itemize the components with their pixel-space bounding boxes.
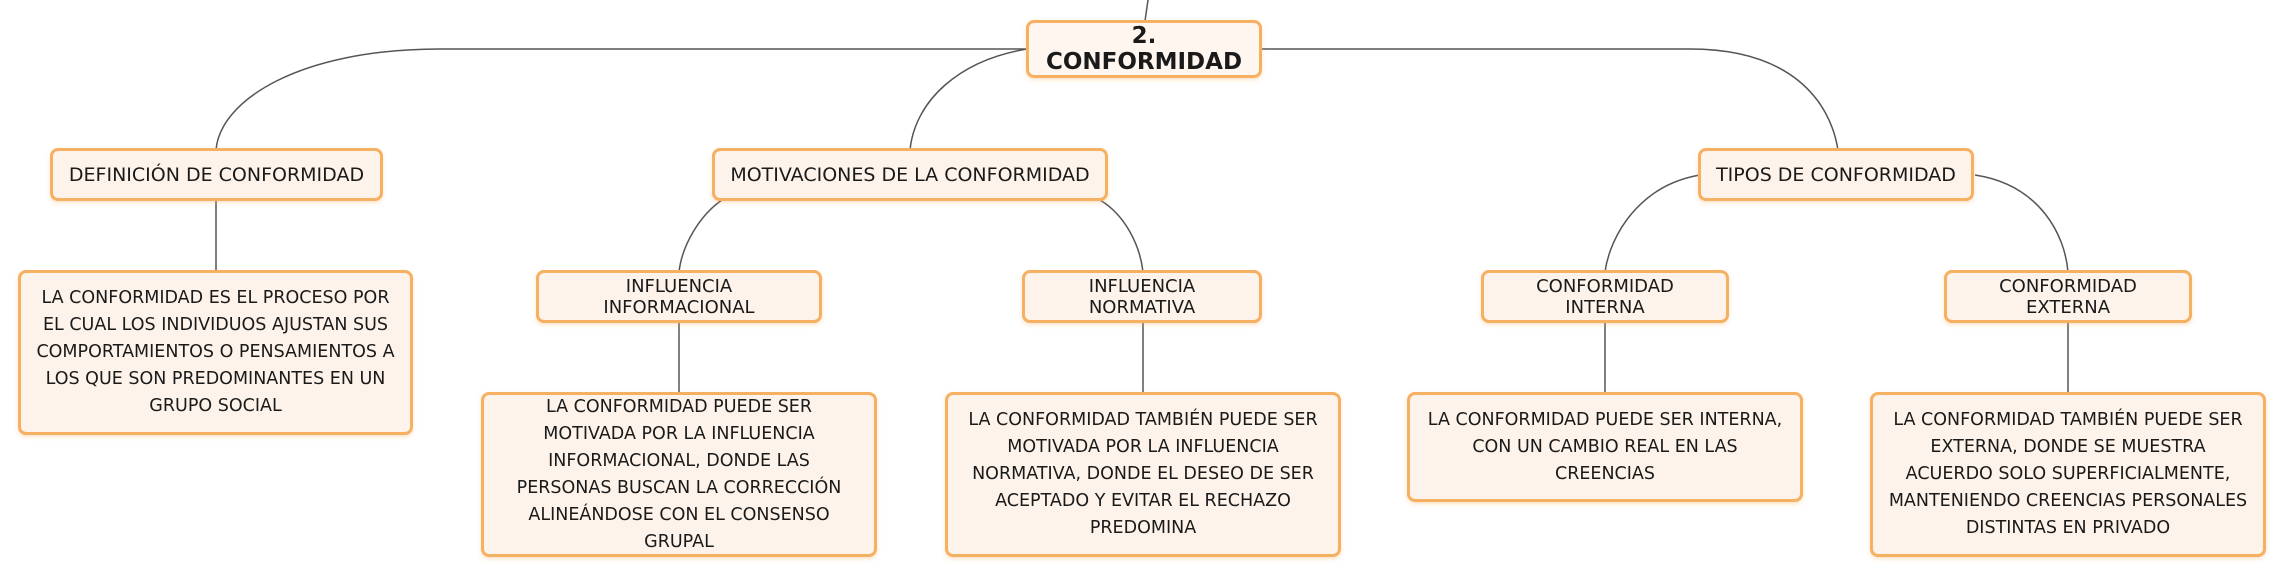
node-informacional-description[interactable]: LA CONFORMIDAD PUEDE SER MOTIVADA POR LA… [481, 392, 877, 557]
node-definicion-conformidad[interactable]: DEFINICIÓN DE CONFORMIDAD [50, 148, 383, 201]
connector-tipos-to-interna [1604, 174, 1701, 273]
connector-motivaciones-to-informacional [678, 199, 723, 273]
connector-tipos-to-externa [1974, 174, 2069, 273]
connector-root-to-tipos [1260, 48, 1839, 151]
root-node[interactable]: 2. CONFORMIDAD [1026, 20, 1262, 78]
node-motivaciones-conformidad[interactable]: MOTIVACIONES DE LA CONFORMIDAD [712, 148, 1108, 201]
connector-root-to-definicion [215, 48, 1027, 151]
node-definicion-description[interactable]: LA CONFORMIDAD ES EL PROCESO POR EL CUAL… [18, 270, 413, 435]
connector-motivaciones-to-normativa [1099, 199, 1144, 273]
node-tipos-conformidad[interactable]: TIPOS DE CONFORMIDAD [1698, 148, 1974, 201]
node-influencia-normativa[interactable]: INFLUENCIA NORMATIVA [1022, 270, 1262, 323]
node-externa-description[interactable]: LA CONFORMIDAD TAMBIÉN PUEDE SER EXTERNA… [1870, 392, 2266, 557]
connector-root-to-motivaciones [909, 48, 1028, 151]
node-conformidad-interna[interactable]: CONFORMIDAD INTERNA [1481, 270, 1729, 323]
node-normativa-description[interactable]: LA CONFORMIDAD TAMBIÉN PUEDE SER MOTIVAD… [945, 392, 1341, 557]
connector-parent-to-root [1144, 0, 1149, 22]
node-conformidad-externa[interactable]: CONFORMIDAD EXTERNA [1944, 270, 2192, 323]
node-interna-description[interactable]: LA CONFORMIDAD PUEDE SER INTERNA, CON UN… [1407, 392, 1803, 502]
node-influencia-informacional[interactable]: INFLUENCIA INFORMACIONAL [536, 270, 822, 323]
